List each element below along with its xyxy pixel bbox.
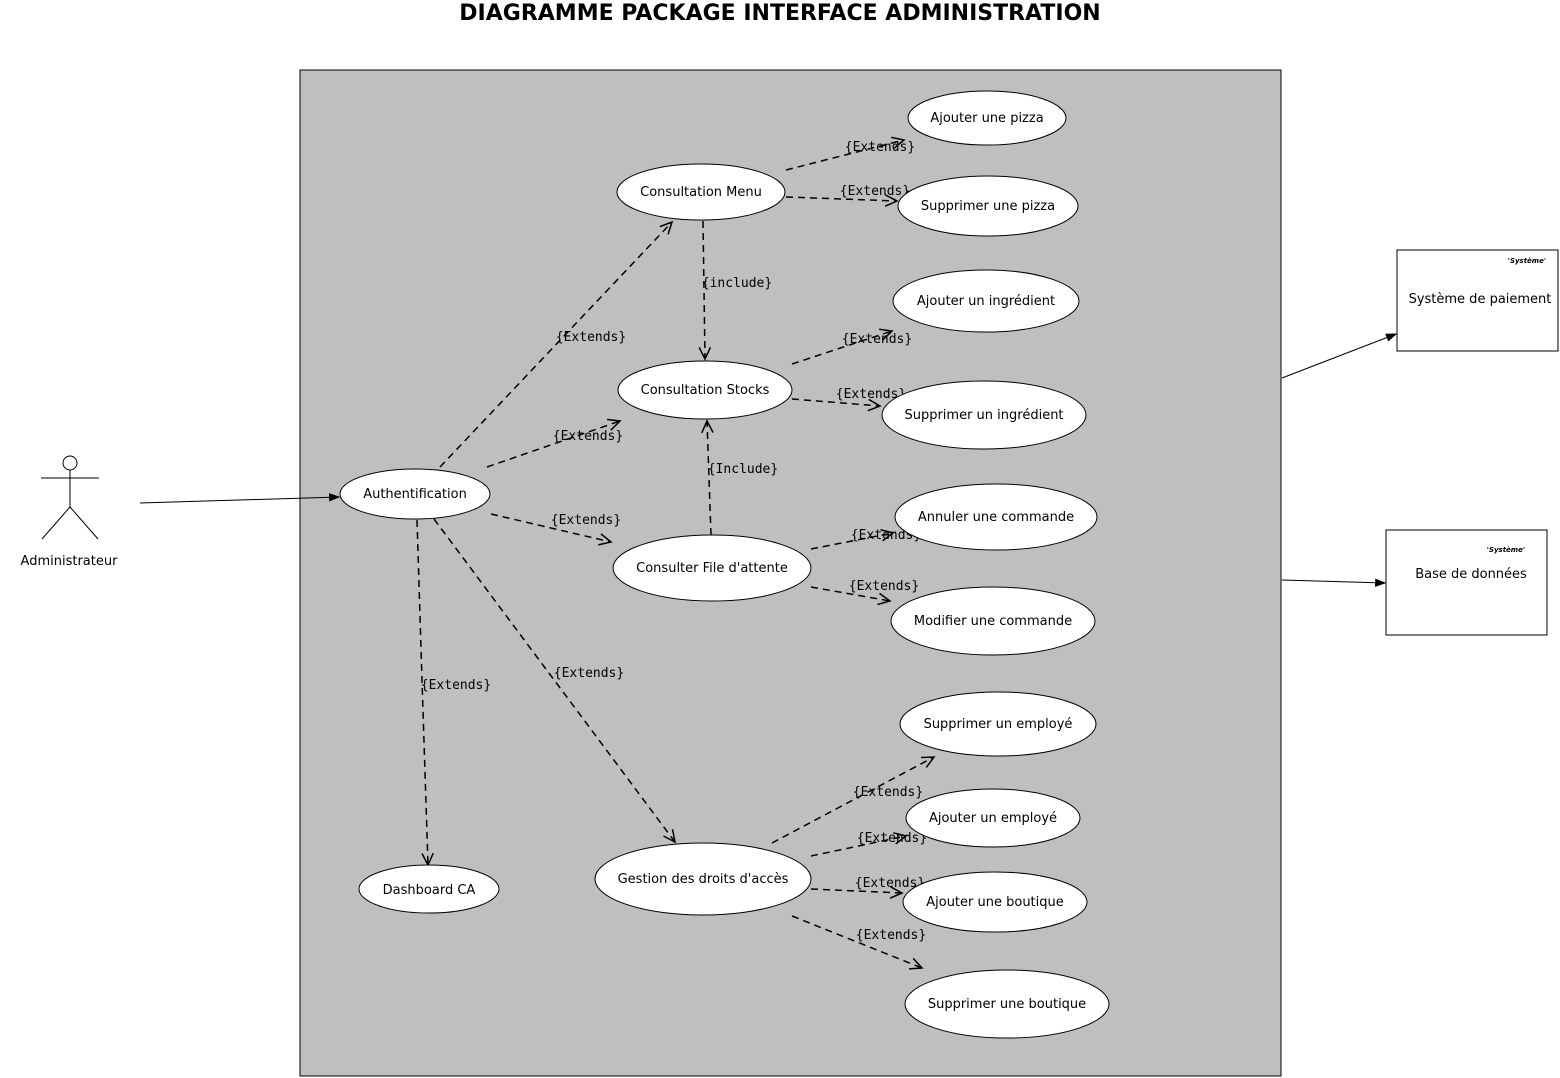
use-case-gestion-droits-acces[interactable]: Gestion des droits d'accès bbox=[594, 842, 812, 916]
connectors bbox=[139, 136, 1398, 970]
connector-menu-suppr-pizza bbox=[785, 196, 898, 202]
label-auth-stocks: {Extends} bbox=[553, 429, 623, 444]
connector-auth-file bbox=[490, 513, 612, 543]
stick-figure-icon bbox=[41, 455, 99, 540]
arrowhead-droits-ajout-emp bbox=[893, 832, 908, 845]
use-case-label: Annuler une commande bbox=[918, 510, 1074, 525]
arrowhead-pkg-paiement bbox=[1385, 333, 1398, 342]
system-paiement[interactable]: 'Système' Système de paiement bbox=[1396, 249, 1559, 352]
label-droits-suppr-emp: {Extends} bbox=[853, 785, 923, 800]
use-case-label: Consulter File d'attente bbox=[636, 561, 788, 576]
use-case-label: Dashboard CA bbox=[383, 883, 476, 898]
actor-label: Administrateur bbox=[21, 554, 119, 569]
diagram-title: DIAGRAMME PACKAGE INTERFACE ADMINISTRATI… bbox=[459, 1, 1100, 26]
label-menu-ajout-pizza: {Extends} bbox=[845, 140, 915, 155]
connector-droits-ajout-emp bbox=[810, 835, 907, 857]
connector-auth-dashboard bbox=[416, 519, 429, 866]
use-case-consulter-file-attente[interactable]: Consulter File d'attente bbox=[612, 534, 812, 602]
arrowhead-droits-suppr-emp bbox=[920, 756, 936, 768]
use-case-annuler-commande[interactable]: Annuler une commande bbox=[894, 483, 1098, 551]
system-base-donnees[interactable]: 'Système' Base de données bbox=[1385, 529, 1548, 636]
connector-pkg-paiement bbox=[1281, 333, 1397, 379]
label-auth-menu: {Extends} bbox=[556, 330, 626, 345]
connector-stocks-ajout-ingr bbox=[791, 330, 893, 365]
use-case-label: Ajouter un ingrédient bbox=[917, 294, 1055, 309]
arrowhead-menu-suppr-pizza bbox=[884, 194, 899, 207]
use-case-supprimer-employe[interactable]: Supprimer un employé bbox=[899, 691, 1097, 757]
label-droits-ajout-bout: {Extends} bbox=[855, 876, 925, 891]
arrowhead-auth-stocks bbox=[607, 418, 622, 431]
label-auth-file: {Extends} bbox=[551, 513, 621, 528]
use-case-supprimer-boutique[interactable]: Supprimer une boutique bbox=[904, 969, 1110, 1039]
label-stocks-ajout-ingr: {Extends} bbox=[842, 332, 912, 347]
label-auth-droits: {Extends} bbox=[554, 666, 624, 681]
connector-labels: {Extends} {Extends} {Extends} {Extends} … bbox=[421, 140, 927, 943]
label-menu-suppr-pizza: {Extends} bbox=[840, 184, 910, 199]
arrowhead-stocks-ajout-ingr bbox=[879, 328, 894, 341]
use-case-supprimer-pizza[interactable]: Supprimer une pizza bbox=[897, 175, 1079, 237]
arrowhead-auth-file bbox=[598, 533, 613, 546]
actor-administrateur[interactable]: Administrateur bbox=[21, 455, 119, 569]
system-stereotype: 'Système' bbox=[1508, 257, 1546, 265]
use-case-label: Ajouter une boutique bbox=[926, 895, 1064, 910]
use-case-label: Consultation Menu bbox=[640, 185, 762, 200]
connector-droits-ajout-bout bbox=[810, 888, 903, 894]
label-droits-suppr-bout: {Extends} bbox=[856, 928, 926, 943]
arrowhead-file-annuler bbox=[880, 528, 895, 542]
use-case-label: Supprimer un employé bbox=[924, 717, 1073, 732]
arrowhead-stocks-suppr-ingr bbox=[867, 398, 882, 412]
connector-file-annuler bbox=[810, 532, 894, 550]
label-auth-dashboard: {Extends} bbox=[421, 678, 491, 693]
connector-auth-menu bbox=[439, 221, 673, 468]
use-case-label: Ajouter un employé bbox=[929, 811, 1057, 826]
system-label: Base de données bbox=[1415, 567, 1527, 582]
label-file-stocks: {Include} bbox=[708, 462, 778, 477]
connector-pkg-bdd bbox=[1281, 579, 1386, 584]
label-droits-ajout-emp: {Extends} bbox=[857, 831, 927, 846]
use-case-ajouter-pizza[interactable]: Ajouter une pizza bbox=[907, 90, 1067, 146]
use-case-label: Modifier une commande bbox=[914, 614, 1072, 629]
arrowhead-menu-ajout-pizza bbox=[891, 136, 906, 149]
system-stereotype: 'Système' bbox=[1487, 546, 1525, 554]
use-case-label: Gestion des droits d'accès bbox=[618, 872, 789, 887]
use-case-label: Authentification bbox=[363, 487, 467, 502]
connector-menu-ajout-pizza bbox=[785, 139, 905, 171]
arrowhead-file-modifier bbox=[877, 592, 892, 606]
system-label: Système de paiement bbox=[1409, 292, 1552, 307]
use-case-ajouter-employe[interactable]: Ajouter un employé bbox=[905, 788, 1081, 848]
use-case-label: Ajouter une pizza bbox=[930, 111, 1043, 126]
use-case-ajouter-boutique[interactable]: Ajouter une boutique bbox=[902, 871, 1088, 933]
use-case-label: Consultation Stocks bbox=[641, 383, 770, 398]
use-case-label: Supprimer une boutique bbox=[928, 997, 1086, 1012]
use-case-dashboard-ca[interactable]: Dashboard CA bbox=[358, 864, 500, 914]
arrowhead-menu-stocks bbox=[698, 346, 712, 361]
use-case-ajouter-ingredient[interactable]: Ajouter un ingrédient bbox=[892, 269, 1080, 333]
use-case-supprimer-ingredient[interactable]: Supprimer un ingrédient bbox=[881, 380, 1087, 450]
label-file-modifier: {Extends} bbox=[849, 579, 919, 594]
label-menu-stocks: {include} bbox=[702, 276, 772, 291]
label-file-annuler: {Extends} bbox=[851, 528, 921, 543]
arrowhead-auth-menu bbox=[659, 220, 674, 235]
use-case-modifier-commande[interactable]: Modifier une commande bbox=[890, 586, 1096, 656]
use-case-consultation-menu[interactable]: Consultation Menu bbox=[616, 163, 786, 221]
connector-droits-suppr-emp bbox=[771, 756, 935, 844]
arrowhead-droits-suppr-bout bbox=[908, 957, 924, 970]
use-case-consultation-stocks[interactable]: Consultation Stocks bbox=[617, 360, 793, 420]
connector-actor-auth bbox=[139, 496, 340, 504]
arrowhead-actor-auth bbox=[328, 493, 341, 502]
label-stocks-suppr-ingr: {Extends} bbox=[836, 387, 906, 402]
use-case-label: Supprimer un ingrédient bbox=[904, 408, 1063, 423]
use-case-authentification[interactable]: Authentification bbox=[339, 468, 491, 520]
arrowhead-pkg-bdd bbox=[1374, 578, 1387, 587]
arrowhead-droits-ajout-bout bbox=[889, 886, 904, 899]
arrowhead-file-stocks bbox=[701, 419, 714, 434]
use-case-label: Supprimer une pizza bbox=[921, 199, 1055, 214]
arrowhead-auth-droits bbox=[663, 829, 677, 844]
connector-stocks-suppr-ingr bbox=[791, 398, 881, 407]
connector-file-modifier bbox=[810, 586, 891, 602]
